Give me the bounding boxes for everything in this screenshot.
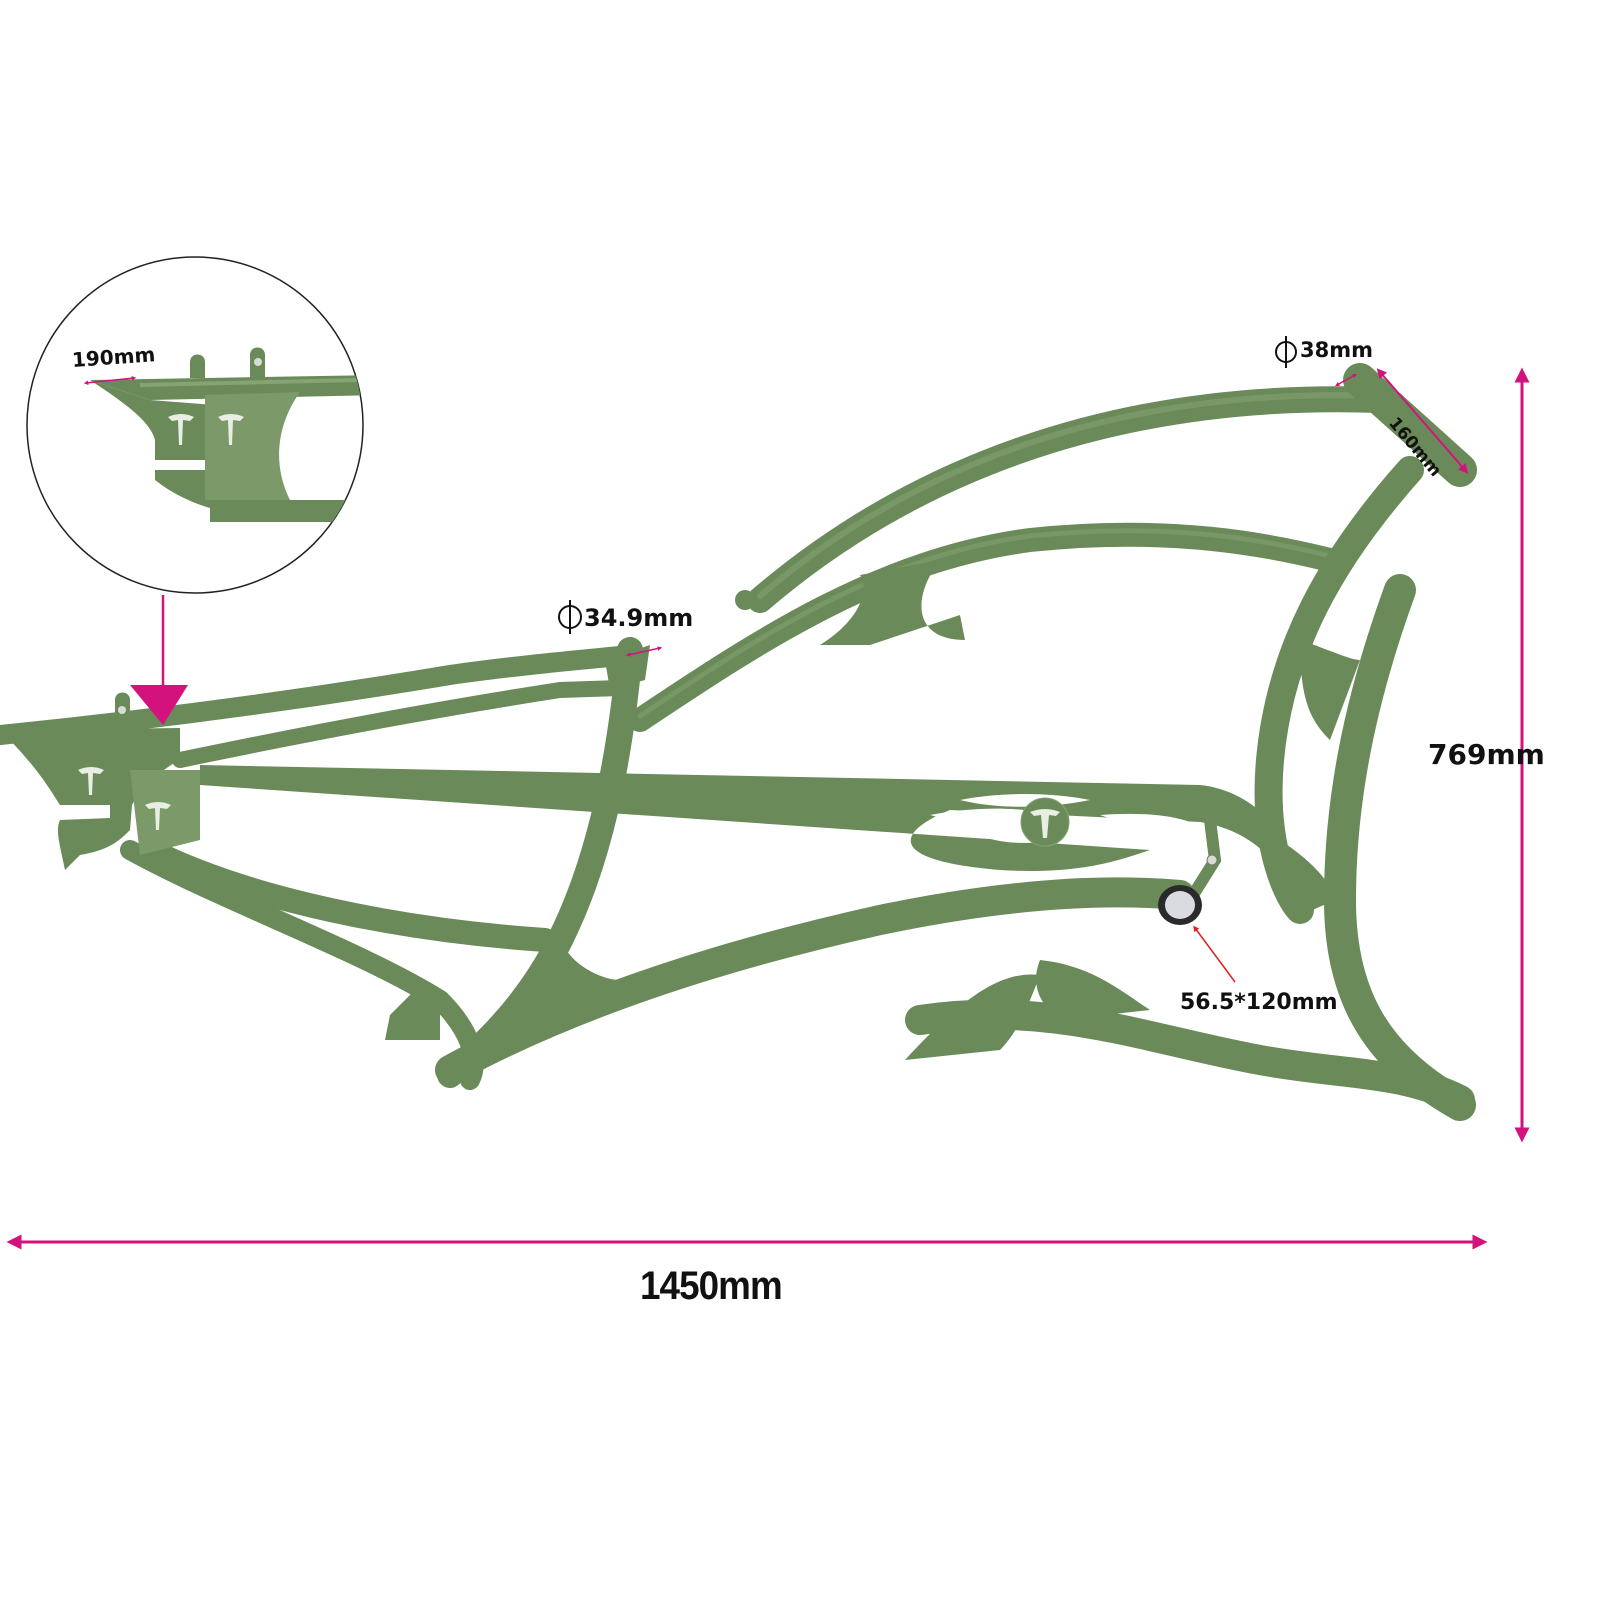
head-tube-diameter-arrow [1335,373,1357,387]
detail-magnifier [26,256,364,594]
bottom-bracket-pointer [1193,925,1236,983]
chain-stay-upper [138,838,557,952]
chain-stay-lower [120,840,484,1090]
kickstand-plate [385,985,440,1040]
upper-gusset [820,560,965,645]
dropout-logo-t-icon-1 [78,767,104,795]
gusset-plates [520,560,1360,1060]
rear-dropout [0,692,200,870]
bb-gusset [520,930,620,1020]
seat-stay-lower [172,680,628,768]
headtube-gusset [1300,640,1360,740]
head-tube-diameter-label: 38mm [1300,338,1373,362]
second-top-tube [628,522,1342,732]
down-tube [1254,456,1424,924]
head-tube-length-arrow [1376,368,1469,474]
seat-tube-diameter-arrow [625,646,663,657]
phi-icon-349 [558,600,582,634]
fork-sweep [1323,574,1476,1121]
detail-pointer-arrow [130,595,188,725]
bottom-tube [435,877,1195,1085]
lower-sweep-tube [905,999,1475,1115]
lower-gusset [1036,960,1150,1020]
main-frame [0,363,1477,1121]
wedge-plate [905,974,1040,1060]
bottom-bracket-label: 56.5*120mm [1180,990,1338,1015]
logo-t-icon [1030,809,1060,838]
phi-icon-38 [1275,336,1297,368]
dropout-logo-t-icon-2 [145,802,171,830]
top-tube [747,386,1393,613]
bottom-bracket [1158,885,1202,925]
flat-bar [200,765,1300,904]
seat-tube-diameter-label: 34.9mm [584,604,694,632]
overall-height-label: 769mm [1428,738,1545,771]
overall-length-label: 1450mm [640,1264,783,1308]
